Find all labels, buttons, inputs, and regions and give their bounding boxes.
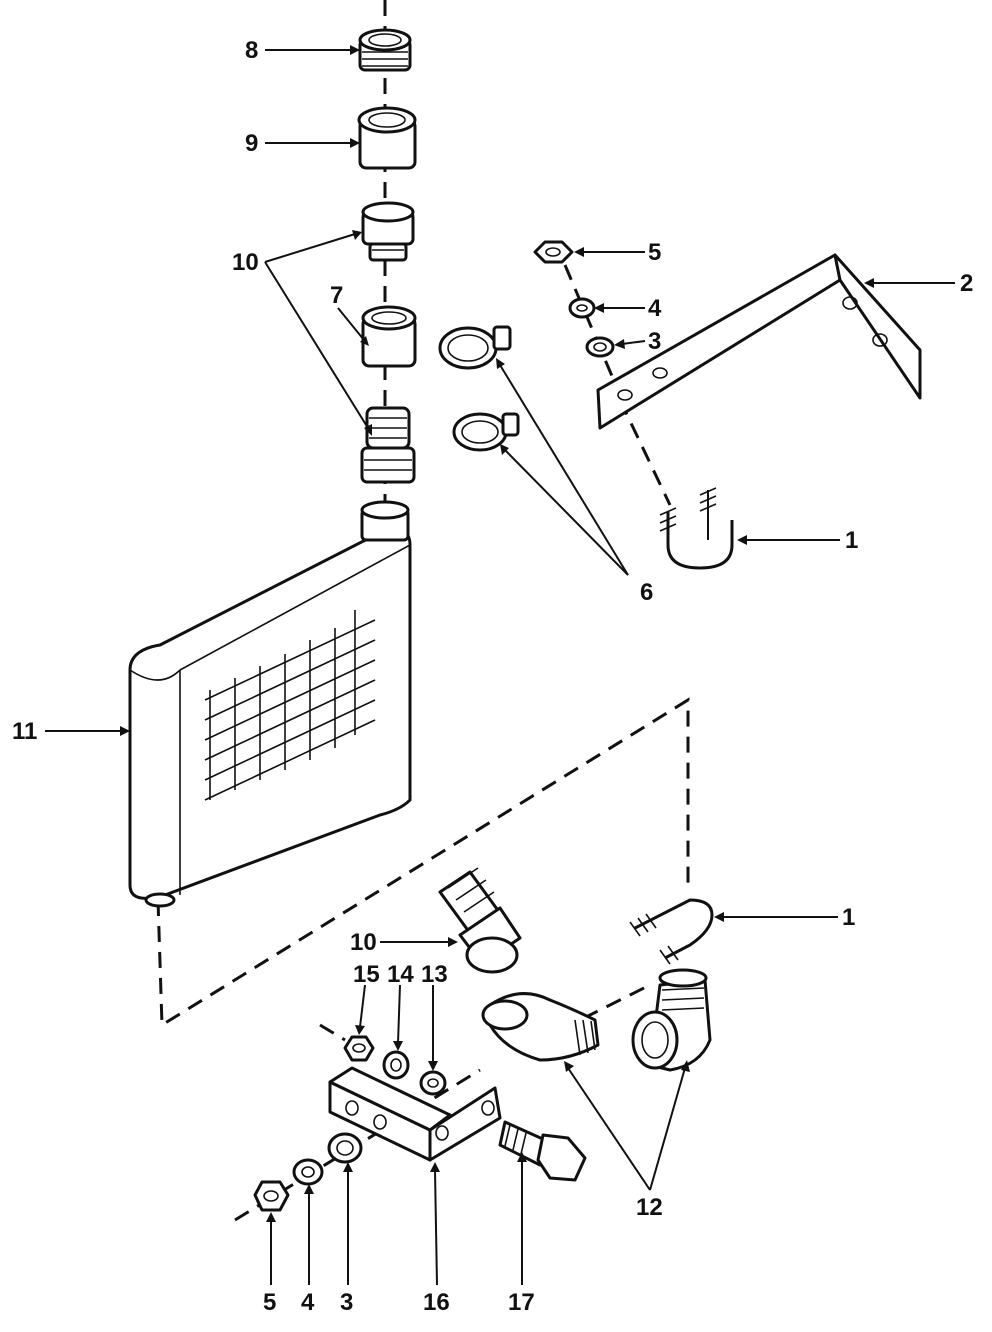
part-12-elbow [631,968,712,1072]
callout-2: 2 [960,270,973,297]
callout-4-bottom: 4 [301,1289,315,1316]
callout-17: 17 [508,1289,535,1316]
part-6-clamp-upper [438,325,512,370]
callout-3-top: 3 [648,328,661,355]
part-10-hose-adapter-bottom [438,867,522,974]
part-7-coupling [361,305,417,368]
callout-16: 16 [423,1289,450,1316]
part-4-lockwasher-bottom [292,1158,324,1186]
part-5-nut-top [533,240,574,264]
part-15-nut [343,1035,375,1062]
callout-8: 8 [245,37,258,64]
part-6-clamp-lower [452,412,520,452]
callout-4-top: 4 [648,295,662,322]
part-16-bracket [328,1066,502,1162]
callout-10-bottom: 10 [350,929,377,956]
callout-1-top: 1 [845,527,858,554]
callout-13: 13 [421,961,448,988]
part-2-bracket [596,253,922,430]
part-5-nut-bottom [253,1180,290,1212]
cooler-fin-mesh [204,610,376,801]
part-1-ubolt-top [659,487,734,570]
part-12-street-elbow [481,992,600,1062]
part-13-washer [419,1070,447,1096]
part-3-washer-bottom [327,1132,363,1164]
part-17-capscrew [498,1120,587,1182]
part-4-lockwasher-top [568,297,596,319]
callout-12: 12 [636,1194,663,1221]
callout-labels: 8 9 10 7 5 2 4 3 1 6 11 1 10 15 14 13 12… [12,37,973,1316]
leader-lines [45,45,955,1286]
callout-3-bottom: 3 [340,1289,353,1316]
part-1-ubolt-bottom [629,898,714,965]
callout-7: 7 [330,282,343,309]
callout-15: 15 [353,961,380,988]
callout-6: 6 [640,579,653,606]
part-8-bushing [358,28,412,72]
part-11-cooler [128,500,412,908]
part-3-washer-top [585,336,615,358]
callout-10-top: 10 [232,249,259,276]
part-14-lockwasher [382,1050,410,1080]
callout-14: 14 [387,961,414,988]
part-10-hose-adapter [360,406,416,484]
callout-1-bottom: 1 [842,904,855,931]
part-10-reducer-top [361,201,415,262]
callout-5-top: 5 [648,239,661,266]
part-9-coupling [357,106,417,170]
callout-5-bottom: 5 [263,1289,276,1316]
callout-11: 11 [12,718,37,745]
callout-9: 9 [245,130,258,157]
